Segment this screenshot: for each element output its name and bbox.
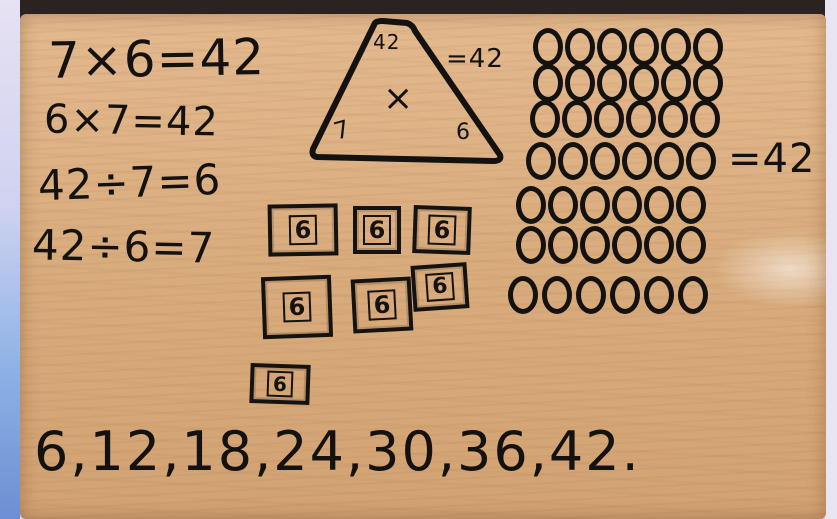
group-box: 6	[260, 274, 334, 340]
array-circle	[654, 142, 684, 180]
array-circle	[590, 142, 620, 180]
triangle-side-equals: =42	[446, 44, 504, 74]
array-row	[516, 186, 716, 224]
equation-42-div-7: 42÷7=6	[37, 154, 223, 211]
array-circle	[548, 186, 578, 224]
array-circle	[533, 64, 563, 102]
array-circle	[676, 226, 706, 264]
array-circle	[678, 276, 708, 314]
array-row	[508, 276, 718, 314]
array-circle	[629, 28, 659, 66]
array-circle	[548, 226, 578, 264]
array-row	[533, 28, 733, 66]
array-circle	[661, 28, 691, 66]
background-right-edge	[825, 0, 837, 519]
array-total-label: =42	[728, 136, 816, 182]
equation-42-div-6: 42÷6=7	[31, 220, 216, 273]
array-circle	[626, 100, 656, 138]
skip-count-sequence: 6,12,18,24,30,36,42.	[34, 420, 641, 483]
array-circle	[597, 28, 627, 66]
array-circle	[629, 64, 659, 102]
array-circle	[542, 276, 572, 314]
array-circle	[526, 142, 556, 180]
array-circle	[562, 100, 592, 138]
array-circle	[693, 64, 723, 102]
array-circle	[576, 276, 606, 314]
array-circle	[644, 276, 674, 314]
array-circle	[644, 186, 674, 224]
array-circle	[676, 186, 706, 224]
array-circle	[693, 28, 723, 66]
group-box: 6	[267, 203, 339, 257]
array-row	[516, 226, 716, 264]
array-circle	[558, 142, 588, 180]
array-circle	[516, 226, 546, 264]
array-circle	[508, 276, 538, 314]
group-box: 6	[249, 362, 311, 406]
triangle-right-number: 6	[456, 120, 471, 145]
array-circle	[661, 64, 691, 102]
array-circle	[597, 64, 627, 102]
equation-7x6: 7×6=42	[47, 28, 266, 90]
whiteboard	[20, 14, 826, 519]
array-circle	[533, 28, 563, 66]
array-circle	[612, 186, 642, 224]
array-row	[526, 142, 726, 180]
background-left-edge	[0, 0, 20, 519]
array-circle	[530, 100, 560, 138]
array-circle	[580, 186, 610, 224]
array-row	[530, 100, 730, 138]
array-circle	[594, 100, 624, 138]
group-box: 6	[350, 276, 414, 334]
array-circle	[565, 64, 595, 102]
array-circle	[565, 28, 595, 66]
array-circle	[516, 186, 546, 224]
array-circle	[686, 142, 716, 180]
group-box: 6	[410, 262, 470, 312]
array-circle	[644, 226, 674, 264]
array-circle	[610, 276, 640, 314]
array-circle	[580, 226, 610, 264]
array-circle	[658, 100, 688, 138]
equation-6x7: 6×7=42	[43, 96, 220, 146]
array-circle	[622, 142, 652, 180]
triangle-top-number: 42	[373, 30, 401, 54]
array-circle	[612, 226, 642, 264]
triangle-operation: ×	[383, 78, 415, 119]
group-box: 6	[353, 206, 401, 254]
array-row	[533, 64, 733, 102]
fact-triangle	[309, 18, 504, 164]
array-circle	[690, 100, 720, 138]
group-box: 6	[412, 205, 472, 255]
